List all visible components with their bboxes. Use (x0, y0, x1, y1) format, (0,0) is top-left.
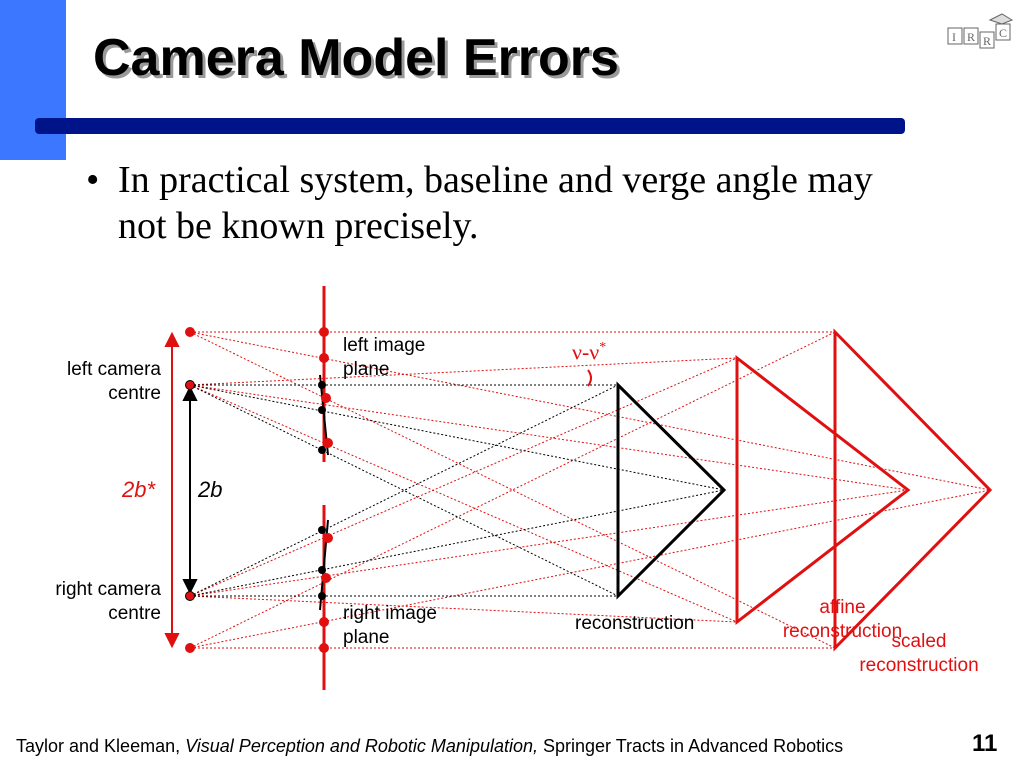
right-camera-label-line1: right camera (55, 579, 161, 600)
scaled-reconstruction-label: scaled reconstruction (846, 630, 992, 678)
camera-centres-red (185, 327, 195, 653)
reconstruction-triangle (616, 381, 727, 600)
red-projection-rays (189, 331, 991, 649)
footer-series: Springer Tracts in Advanced Robotics (543, 736, 844, 756)
left-camera-label: left camera centre (30, 358, 161, 406)
logo-letter-2: R (967, 30, 975, 44)
bullet-marker: • (86, 159, 100, 201)
right-image-plane-label-line2: plane (343, 627, 390, 648)
scaled-label-line1: scaled (891, 631, 947, 652)
baseline-label: 2b (198, 477, 223, 502)
right-camera-label-line2: centre (108, 603, 161, 624)
true-baseline-label: 2b* (122, 477, 156, 502)
left-image-plane-label-line2: plane (343, 359, 390, 380)
left-camera-label-line1: left camera (67, 359, 161, 380)
affine-reconstruction-triangle (735, 354, 911, 626)
verge-angle-error-label: ν-ν* (572, 336, 606, 364)
title-underline (35, 118, 905, 134)
logo-letter-3: R (983, 34, 991, 48)
scaled-label-line2: reconstruction (859, 655, 979, 676)
right-image-plane-label-line1: right image (343, 603, 437, 624)
affine-label-line1: affine (819, 597, 866, 618)
image-points-red (319, 327, 333, 653)
footer-book-title: Visual Perception and Robotic Manipulati… (185, 736, 538, 756)
reconstruction-label: reconstruction (575, 613, 695, 634)
logo-letter-1: I (952, 30, 956, 44)
scaled-reconstruction-triangle (833, 328, 993, 652)
baseline-arrow-black (182, 385, 198, 595)
affine-reconstruction-label: affine reconstruction (770, 596, 915, 644)
baseline-arrow-red (164, 331, 180, 649)
footer-authors: Taylor and Kleeman, (16, 736, 181, 756)
black-projection-rays (189, 384, 725, 597)
bullet-text: In practical system, baseline and verge … (118, 159, 873, 247)
image-points-black (318, 381, 326, 600)
left-camera-label-line2: centre (108, 383, 161, 404)
verge-angle-arc (587, 369, 592, 387)
right-camera-label: right camera centre (20, 578, 161, 626)
footer-citation: Taylor and Kleeman, Visual Perception an… (16, 736, 843, 757)
logo-letter-4: C (999, 26, 1007, 40)
affine-label-line2: reconstruction (782, 621, 903, 642)
page-number: 11 (972, 730, 998, 757)
left-image-plane-label-line1: left image (343, 335, 426, 356)
right-image-plane-label: right image plane (343, 602, 437, 650)
verge-angle-error-sup: * (599, 340, 607, 355)
irrc-logo-icon: I R R C (947, 13, 1014, 49)
left-image-plane-label: left image plane (343, 334, 425, 382)
slide-title: Camera Model Errors (93, 29, 619, 87)
verge-angle-error-text: ν-ν (572, 339, 600, 365)
